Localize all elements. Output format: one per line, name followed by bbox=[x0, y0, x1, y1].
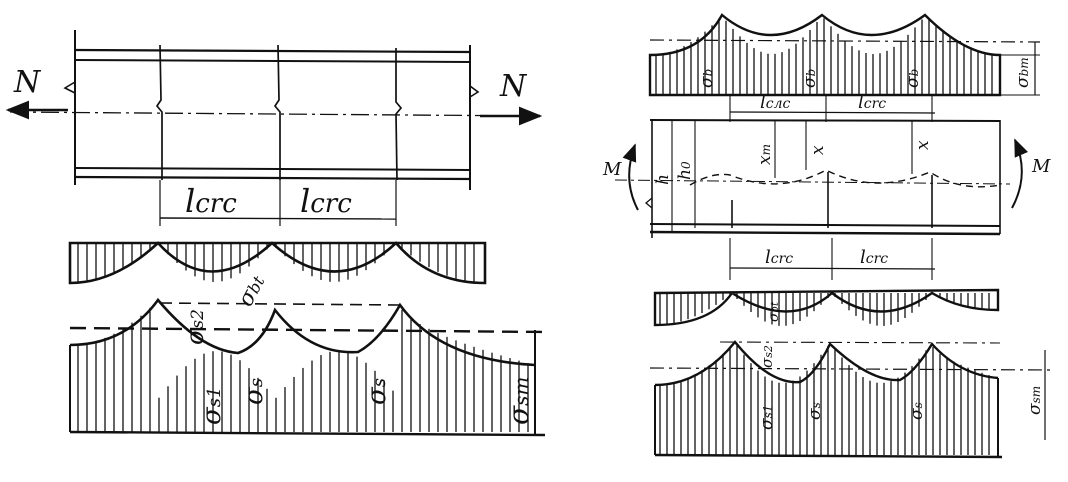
xm-label: xm bbox=[755, 144, 775, 165]
left-steel-stress-diagram bbox=[69, 297, 546, 437]
sigma-sm-label: σsm bbox=[1025, 386, 1045, 415]
height-h0-label: h0 bbox=[675, 161, 695, 180]
moment-arrow-left bbox=[622, 143, 639, 211]
right-bottom-spacing: lcrc lcrc bbox=[729, 238, 936, 280]
right-concrete-compression-diagram bbox=[648, 13, 1041, 97]
sigma-bt-label: σbt bbox=[233, 271, 270, 311]
sigma-s-label-a: σs bbox=[805, 402, 825, 420]
force-label-right: N bbox=[499, 69, 528, 104]
crack-spacing-label-2: lcrc bbox=[300, 182, 352, 220]
right-top-spacing: lcлс lcrc bbox=[729, 92, 936, 122]
sigma-bm-label: σbm bbox=[1013, 57, 1033, 88]
height-h-label: h bbox=[653, 174, 673, 185]
sigma-s-label-b: σs bbox=[907, 402, 927, 420]
right-figure: σb σb σb σbm lcлс lcrc bbox=[602, 13, 1051, 459]
bottom-spacing-label-1: lcrc bbox=[765, 247, 793, 268]
right-member: h h0 xm x x M M bbox=[602, 119, 1051, 238]
sigma-s-label-a: σs bbox=[239, 378, 269, 405]
bottom-spacing-label-2: lcrc bbox=[860, 247, 888, 268]
sigma-s2-label: σs2 bbox=[758, 345, 776, 368]
left-crack-spacing: lcrc lcrc bbox=[159, 180, 397, 226]
crack-line bbox=[273, 44, 281, 180]
sigma-sm-label: σsm bbox=[502, 377, 535, 425]
right-concrete-tension-diagram bbox=[653, 288, 1000, 327]
concrete-stress-outline bbox=[68, 241, 487, 285]
top-spacing-label-1: lcлс bbox=[760, 92, 791, 113]
crack-line bbox=[395, 48, 403, 181]
x-label-2: x bbox=[913, 140, 933, 150]
moment-label-left: M bbox=[602, 159, 622, 180]
left-axis bbox=[9, 111, 541, 117]
sigma-bt-label: σbt bbox=[766, 301, 782, 322]
moment-arrow-right bbox=[1011, 138, 1028, 209]
left-figure: N N lcrc lcrc bbox=[5, 30, 546, 437]
top-spacing-label-2: lcrc bbox=[858, 92, 886, 113]
sigma-b-label-2: σb bbox=[800, 69, 820, 88]
sigma-s1-label: σs1 bbox=[197, 387, 227, 425]
neutral-axis-wave bbox=[689, 169, 1001, 188]
mean-stress-line bbox=[69, 326, 546, 334]
force-label-left: N bbox=[13, 65, 42, 100]
right-steel-stress-diagram bbox=[649, 340, 1051, 459]
crack-line bbox=[155, 44, 163, 180]
x-label-1: x bbox=[808, 145, 828, 155]
sigma-b-label-1: σb bbox=[697, 69, 717, 88]
steel-stress-outline bbox=[69, 297, 536, 367]
sigma-s-label-b: σs bbox=[362, 378, 392, 405]
crack-spacing-label-1: lcrc bbox=[185, 182, 237, 220]
sigma-s2-label: σs2 bbox=[181, 309, 209, 345]
left-member: N N bbox=[5, 30, 543, 190]
sigma-s1-label: σs1 bbox=[757, 405, 777, 430]
sigma-b-label-3: σb bbox=[903, 69, 923, 88]
moment-label-right: M bbox=[1031, 156, 1051, 177]
left-concrete-stress-diagram bbox=[68, 241, 487, 285]
